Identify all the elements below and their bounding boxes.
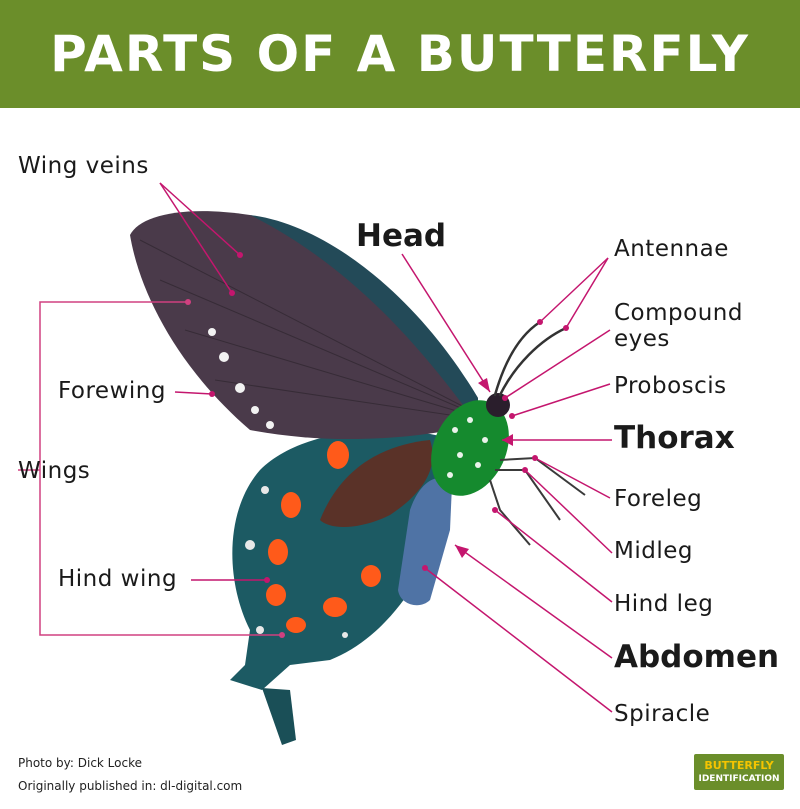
hind-wing-white-marks: [245, 486, 348, 638]
label-forewing: Forewing: [58, 378, 166, 404]
pointer-antennae-a: [539, 257, 609, 323]
pointer-dots: [209, 252, 569, 583]
pointer-midleg: [524, 469, 613, 554]
hind-wing-tail: [262, 688, 296, 745]
butterfly-identification-logo[interactable]: BUTTERFLY IDENTIFICATION: [694, 754, 784, 790]
hind-wing-orange-spots: [266, 441, 381, 633]
hind-wing-brown-patch: [320, 440, 433, 527]
pointer-proboscis: [511, 383, 611, 417]
label-midleg: Midleg: [614, 538, 693, 564]
pointer-head: [401, 253, 491, 393]
abdomen-shape: [398, 478, 452, 606]
label-foreleg: Foreleg: [614, 486, 703, 512]
wings-bracket: [18, 301, 282, 636]
thorax-white-dots: [447, 417, 488, 478]
logo-line-1: BUTTERFLY: [704, 759, 774, 772]
label-proboscis: Proboscis: [614, 373, 727, 399]
page-title: PARTS OF A BUTTERFLY: [50, 25, 750, 83]
photo-credit: Photo by: Dick Locke: [18, 756, 143, 770]
pointer-antennae-b: [565, 257, 609, 329]
wings-bracket-dot-top: [185, 299, 191, 305]
label-thorax: Thorax: [614, 420, 735, 456]
legs-shape: [489, 456, 586, 546]
pointer-spiracle: [424, 567, 613, 713]
butterfly-illustration: [130, 211, 586, 745]
label-hind-wing: Hind wing: [58, 566, 178, 592]
label-head: Head: [356, 218, 447, 254]
pointer-foreleg: [534, 457, 611, 499]
pointer-arrowheads: [455, 378, 513, 558]
label-spiracle: Spiracle: [614, 701, 711, 727]
label-hind-leg: Hind leg: [614, 591, 714, 617]
label-wing-veins: Wing veins: [18, 153, 149, 179]
pointer-abdomen: [454, 544, 613, 659]
label-compound-eyes: Compound eyes: [614, 300, 743, 352]
forewing-shape: [130, 211, 478, 440]
antennae-shape: [493, 320, 568, 397]
label-antennae: Antennae: [614, 236, 729, 262]
pointer-forewing: [174, 391, 213, 395]
published-credit: Originally published in: dl-digital.com: [18, 779, 243, 793]
wings-bracket-dot-bottom: [279, 632, 285, 638]
pointer-hind-leg: [494, 509, 613, 603]
thorax-shape: [431, 400, 509, 496]
title-banner: PARTS OF A BUTTERFLY: [0, 0, 800, 108]
logo-line-2: IDENTIFICATION: [698, 774, 780, 784]
pointer-compound-eyes: [504, 329, 611, 399]
forewing-white-spots: [208, 328, 274, 429]
pointer-wing-veins-b: [159, 182, 233, 294]
pointer-lines: [159, 182, 613, 713]
label-abdomen: Abdomen: [614, 639, 780, 675]
forewing-veins: [139, 239, 471, 419]
label-wings: Wings: [18, 458, 91, 484]
pointer-wing-veins-a: [159, 182, 241, 256]
